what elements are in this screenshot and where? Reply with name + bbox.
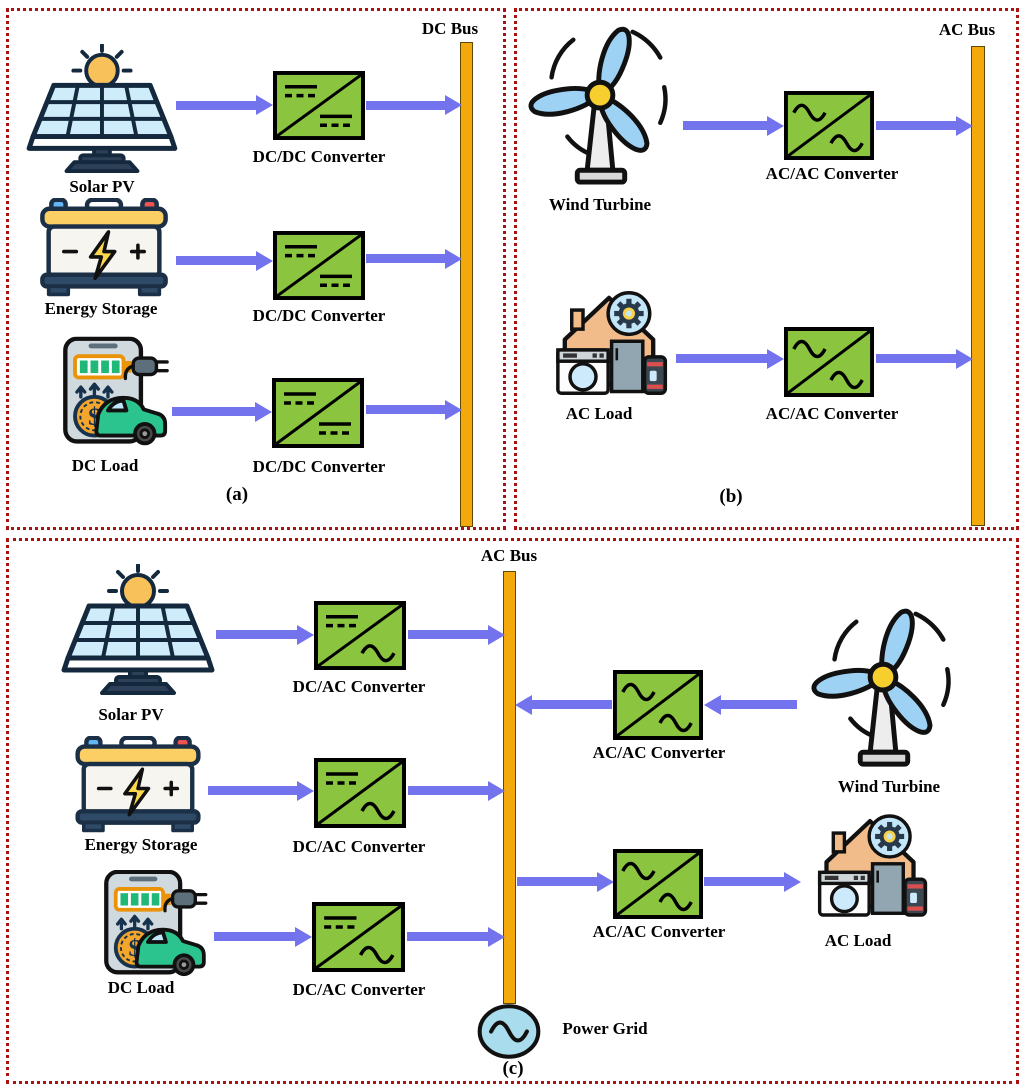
power-flow-arrow (216, 630, 298, 639)
source-label: Energy Storage (44, 299, 158, 318)
dc-bus-label: DC Bus (421, 19, 479, 38)
power-flow-arrow (720, 700, 797, 709)
wind-turbine-icon (798, 598, 968, 776)
dc-bus-bar (460, 42, 473, 527)
power-flow-arrow (172, 407, 256, 416)
converter-box (312, 902, 405, 972)
source-label: AC Load (565, 404, 633, 423)
converter-label: DC/AC Converter (292, 837, 426, 856)
power-flow-arrow (214, 932, 296, 941)
converter-box (314, 758, 406, 828)
power-flow-arrow (517, 877, 598, 886)
power-flow-arrow (366, 254, 446, 263)
converter-box (272, 378, 364, 448)
converter-box (314, 601, 406, 670)
converter-box (273, 71, 365, 140)
converter-label: AC/AC Converter (765, 404, 899, 423)
wind-turbine-icon (516, 16, 684, 194)
converter-label: DC/AC Converter (292, 980, 426, 999)
converter-box (784, 327, 874, 397)
converter-label: DC/DC Converter (252, 457, 386, 476)
power-flow-arrow (876, 354, 957, 363)
power-flow-arrow (408, 630, 489, 639)
power-flow-arrow (176, 100, 257, 110)
power-flow-arrow (407, 932, 489, 941)
power-flow-arrow (876, 121, 957, 130)
dc-load-icon (84, 870, 210, 978)
converter-label: DC/AC Converter (292, 677, 426, 696)
power-flow-arrow (366, 405, 446, 414)
converter-label: AC/AC Converter (592, 743, 726, 762)
ac-load-icon (806, 806, 934, 925)
panel-a-caption: (a) (225, 484, 249, 505)
power-flow-arrow (366, 100, 446, 110)
converter-label: AC/AC Converter (765, 164, 899, 183)
power-flow-arrow (531, 700, 612, 709)
ac-bus-label: AC Bus (938, 20, 996, 39)
battery-icon (70, 736, 206, 834)
converter-box (613, 670, 703, 740)
source-label: DC Load (71, 456, 139, 475)
converter-label: DC/DC Converter (252, 306, 386, 325)
source-label: DC Load (107, 978, 175, 997)
power-flow-arrow (408, 786, 489, 795)
source-label: Wind Turbine (837, 777, 941, 796)
ac-load-icon (544, 282, 674, 404)
power-flow-arrow (704, 877, 785, 886)
converter-label: AC/AC Converter (592, 922, 726, 941)
converter-box (613, 849, 703, 919)
ac-bus-bar (971, 46, 985, 526)
source-label: Wind Turbine (548, 195, 652, 214)
converter-box (784, 91, 874, 160)
panel-b-ac-microgrid (514, 8, 1019, 530)
panel-b-caption: (b) (719, 486, 743, 507)
power-flow-arrow (676, 354, 768, 363)
source-label: Energy Storage (84, 835, 198, 854)
dc-load-icon (44, 336, 170, 448)
power-flow-arrow (208, 786, 298, 795)
power-flow-arrow (683, 121, 768, 130)
power-flow-arrow (176, 256, 257, 265)
source-label: AC Load (824, 931, 892, 950)
power-grid-icon (476, 1003, 542, 1060)
solar-pv-icon (56, 562, 216, 698)
panel-c-caption: (c) (502, 1058, 524, 1079)
converter-box (273, 231, 365, 300)
source-label: Solar PV (98, 705, 164, 724)
ac-bus-label: AC Bus (480, 546, 538, 565)
converter-label: DC/DC Converter (252, 147, 386, 166)
solar-pv-icon (20, 44, 180, 174)
power-grid-label: Power Grid (562, 1019, 648, 1038)
source-label: Solar PV (69, 177, 135, 196)
battery-icon (36, 198, 172, 298)
